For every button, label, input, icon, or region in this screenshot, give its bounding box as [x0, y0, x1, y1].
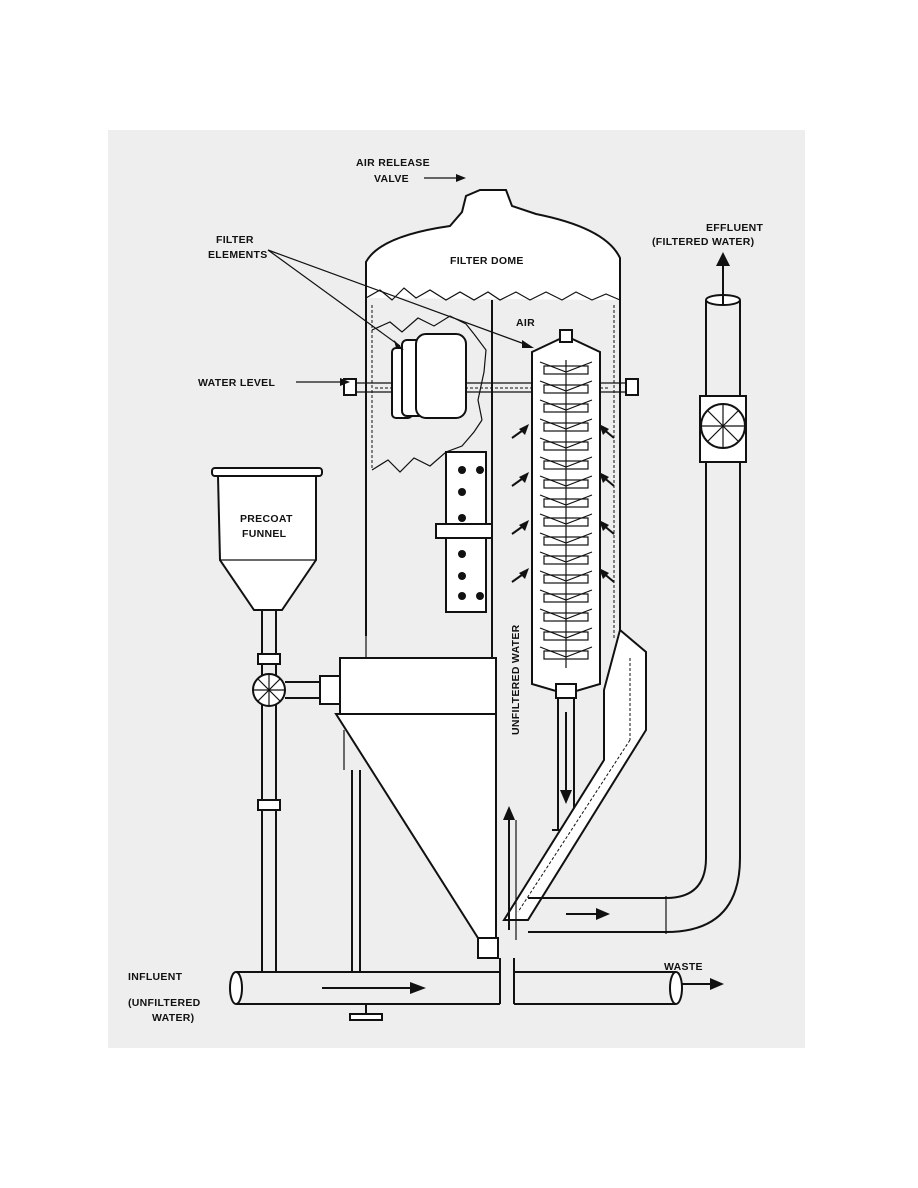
element-fin: [539, 494, 593, 506]
element-fin: [539, 380, 593, 392]
element-fin: [539, 608, 593, 620]
effluent-pipe: [528, 252, 747, 934]
inflow-arrow: [599, 472, 615, 487]
element-fin: [539, 646, 593, 658]
header-pipe: [229, 806, 724, 1021]
element-fin: [539, 399, 593, 411]
element-disc: [543, 422, 589, 432]
element-fin: [539, 513, 593, 525]
element-disc: [543, 650, 589, 660]
inflow-arrow: [511, 568, 529, 583]
waste-label: WASTE: [664, 961, 703, 973]
element-fin: [539, 627, 593, 639]
inflow-arrow: [599, 568, 615, 583]
element-disc: [543, 536, 589, 546]
element-fin: [539, 570, 593, 582]
filter-elements-label: FILTER: [216, 234, 254, 246]
element-disc: [543, 365, 589, 375]
filter-element: [511, 329, 615, 831]
air-release-valve-label: AIR RELEASE: [356, 157, 430, 169]
leader-lines: [267, 174, 534, 386]
element-disc: [543, 384, 589, 394]
influent-label: INFLUENT: [128, 971, 183, 983]
element-fin: [539, 437, 593, 449]
inflow-arrow: [511, 424, 529, 439]
inflow-arrow: [599, 520, 615, 535]
inflow-arrow: [511, 472, 529, 487]
element-fin: [539, 589, 593, 601]
element-disc: [543, 479, 589, 489]
element-disc: [543, 574, 589, 584]
effluent-label: EFFLUENT: [706, 222, 764, 234]
air-release-valve-label-2: VALVE: [374, 173, 409, 185]
unfiltered-water-label: UNFILTERED WATER: [510, 624, 522, 735]
labels: AIR RELEASE VALVE FILTER ELEMENTS FILTER…: [128, 157, 764, 1024]
element-fin: [539, 532, 593, 544]
element-disc: [543, 612, 589, 622]
element-disc: [543, 441, 589, 451]
element-disc: [543, 498, 589, 508]
water-level-label: WATER LEVEL: [198, 377, 275, 389]
effluent-label-2: (FILTERED WATER): [652, 236, 754, 248]
inflow-arrow: [511, 520, 529, 535]
element-fin: [539, 361, 593, 373]
element-fin: [539, 456, 593, 468]
precoat-funnel-label-2: FUNNEL: [242, 528, 287, 540]
filter-dome-label: FILTER DOME: [450, 255, 524, 267]
influent-label-3: WATER): [152, 1012, 194, 1024]
element-fin: [539, 418, 593, 430]
element-fin: [539, 475, 593, 487]
influent-label-2: (UNFILTERED: [128, 997, 201, 1009]
filter-elements-label-2: ELEMENTS: [208, 249, 268, 261]
inflow-arrow: [599, 424, 615, 439]
element-disc: [543, 403, 589, 413]
air-label: AIR: [516, 317, 535, 329]
element-disc: [543, 517, 589, 527]
precoat-funnel-label: PRECOAT: [240, 513, 293, 525]
precoat-funnel-assembly: [211, 467, 341, 972]
element-disc: [543, 460, 589, 470]
element-fin: [539, 551, 593, 563]
element-disc: [543, 555, 589, 565]
element-disc: [543, 631, 589, 641]
element-disc: [543, 593, 589, 603]
